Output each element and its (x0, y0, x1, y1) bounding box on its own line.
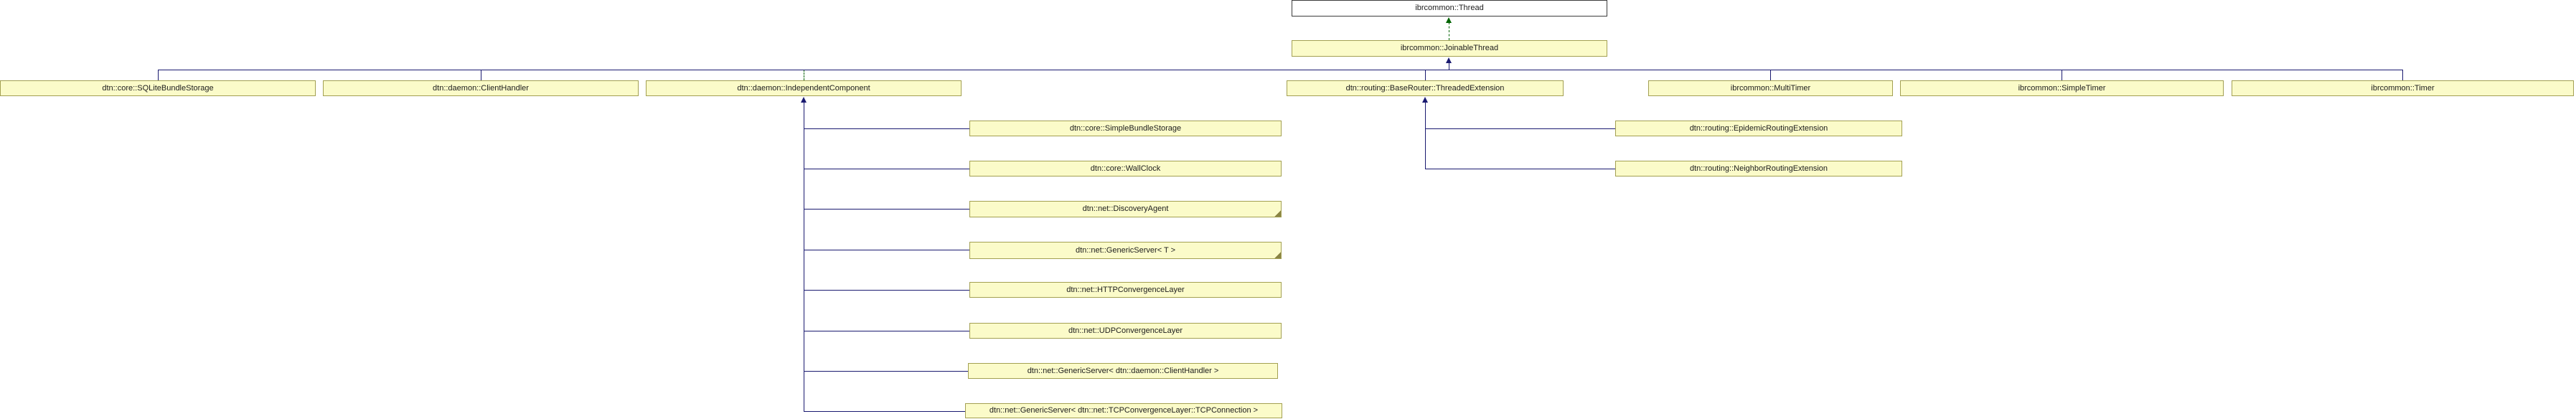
inheritance-edge-public (1425, 128, 1615, 129)
truncated-corner-icon (1274, 210, 1281, 217)
class-node-generic-server-tcp-connection[interactable]: dtn::net::GenericServer< dtn::net::TCPCo… (965, 403, 1282, 418)
inheritance-edge-public (804, 411, 965, 412)
inheritance-edge-public (1425, 70, 1426, 80)
truncated-corner-icon (1274, 252, 1281, 258)
class-node-joinable-thread[interactable]: ibrcommon::JoinableThread (1292, 40, 1607, 57)
class-node-timer[interactable]: ibrcommon::Timer (2232, 80, 2574, 96)
class-node-http-convergence-layer[interactable]: dtn::net::HTTPConvergenceLayer (969, 282, 1282, 298)
inheritance-edge-public (804, 209, 969, 210)
class-node-independent-component[interactable]: dtn::daemon::IndependentComponent (646, 80, 962, 96)
class-node-base-router-threaded-extension[interactable]: dtn::routing::BaseRouter::ThreadedExtens… (1287, 80, 1564, 96)
class-node-thread[interactable]: ibrcommon::Thread (1292, 0, 1607, 17)
inheritance-edge-public (804, 128, 969, 129)
class-node-epidemic-routing-extension[interactable]: dtn::routing::EpidemicRoutingExtension (1615, 121, 1902, 136)
class-node-client-handler[interactable]: dtn::daemon::ClientHandler (323, 80, 639, 96)
inheritance-edge-public (804, 371, 968, 372)
class-node-simple-bundle-storage[interactable]: dtn::core::SimpleBundleStorage (969, 121, 1282, 136)
arrowhead-up-icon (1446, 57, 1452, 63)
class-node-wall-clock[interactable]: dtn::core::WallClock (969, 161, 1282, 176)
class-node-generic-server-t[interactable]: dtn::net::GenericServer< T > (969, 242, 1282, 259)
arrowhead-up-icon (1446, 17, 1452, 23)
inheritance-edge-public (1425, 102, 1426, 169)
arrowhead-up-icon (1422, 97, 1428, 103)
inheritance-edge-public (158, 70, 159, 80)
class-node-simple-timer[interactable]: ibrcommon::SimpleTimer (1900, 80, 2224, 96)
class-node-sqlite-bundle-storage[interactable]: dtn::core::SQLiteBundleStorage (0, 80, 316, 96)
inheritance-edge-public (804, 290, 969, 291)
inheritance-edge-public (1770, 70, 1771, 80)
inheritance-edge-public (2402, 70, 2403, 80)
class-node-neighbor-routing-extension[interactable]: dtn::routing::NeighborRoutingExtension (1615, 161, 1902, 176)
class-node-multi-timer[interactable]: ibrcommon::MultiTimer (1648, 80, 1893, 96)
arrowhead-up-icon (801, 97, 807, 103)
class-node-discovery-agent[interactable]: dtn::net::DiscoveryAgent (969, 201, 1282, 217)
class-node-udp-convergence-layer[interactable]: dtn::net::UDPConvergenceLayer (969, 323, 1282, 339)
class-node-generic-server-client-handler[interactable]: dtn::net::GenericServer< dtn::daemon::Cl… (968, 363, 1278, 379)
